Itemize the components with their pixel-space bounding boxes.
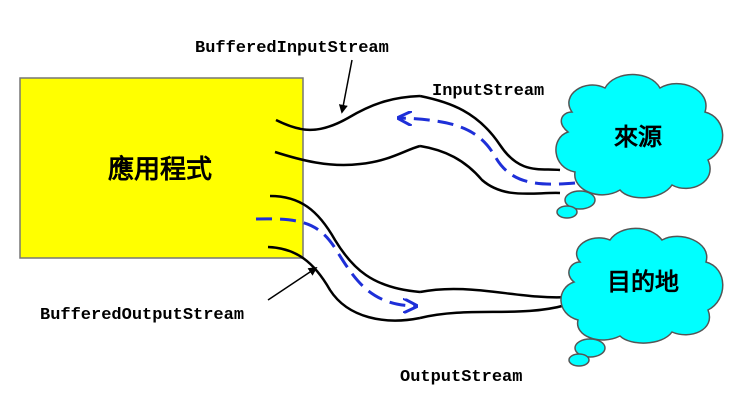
source-cloud: 來源 [555,73,724,219]
input-stream-bottom-line [274,144,421,167]
input-stream-top-line [275,94,421,132]
output-stream-top-line [269,194,421,294]
input-stream-outer-bottom [419,144,561,196]
application-box [19,77,304,259]
source-label: 來源 [614,123,662,151]
buffered-input-pointer [338,59,353,114]
destination-label: 目的地 [607,268,679,296]
buffered-output-stream-label: BufferedOutputStream [40,306,244,325]
buffered-input-stream-label: BufferedInputStream [195,39,389,58]
input-stream-outer-top [419,94,561,172]
application-label: 應用程式 [108,154,212,185]
output-stream-label: OutputStream [400,368,522,387]
input-stream-label: InputStream [432,82,544,101]
output-stream-outer-bottom [419,303,567,320]
output-flow-arrow [255,217,415,306]
buffered-output-pointer [267,267,318,301]
destination-cloud: 目的地 [560,227,724,367]
input-flow-arrow [400,118,576,186]
output-stream-bottom-line [267,245,421,322]
output-stream-outer-top [419,287,569,299]
